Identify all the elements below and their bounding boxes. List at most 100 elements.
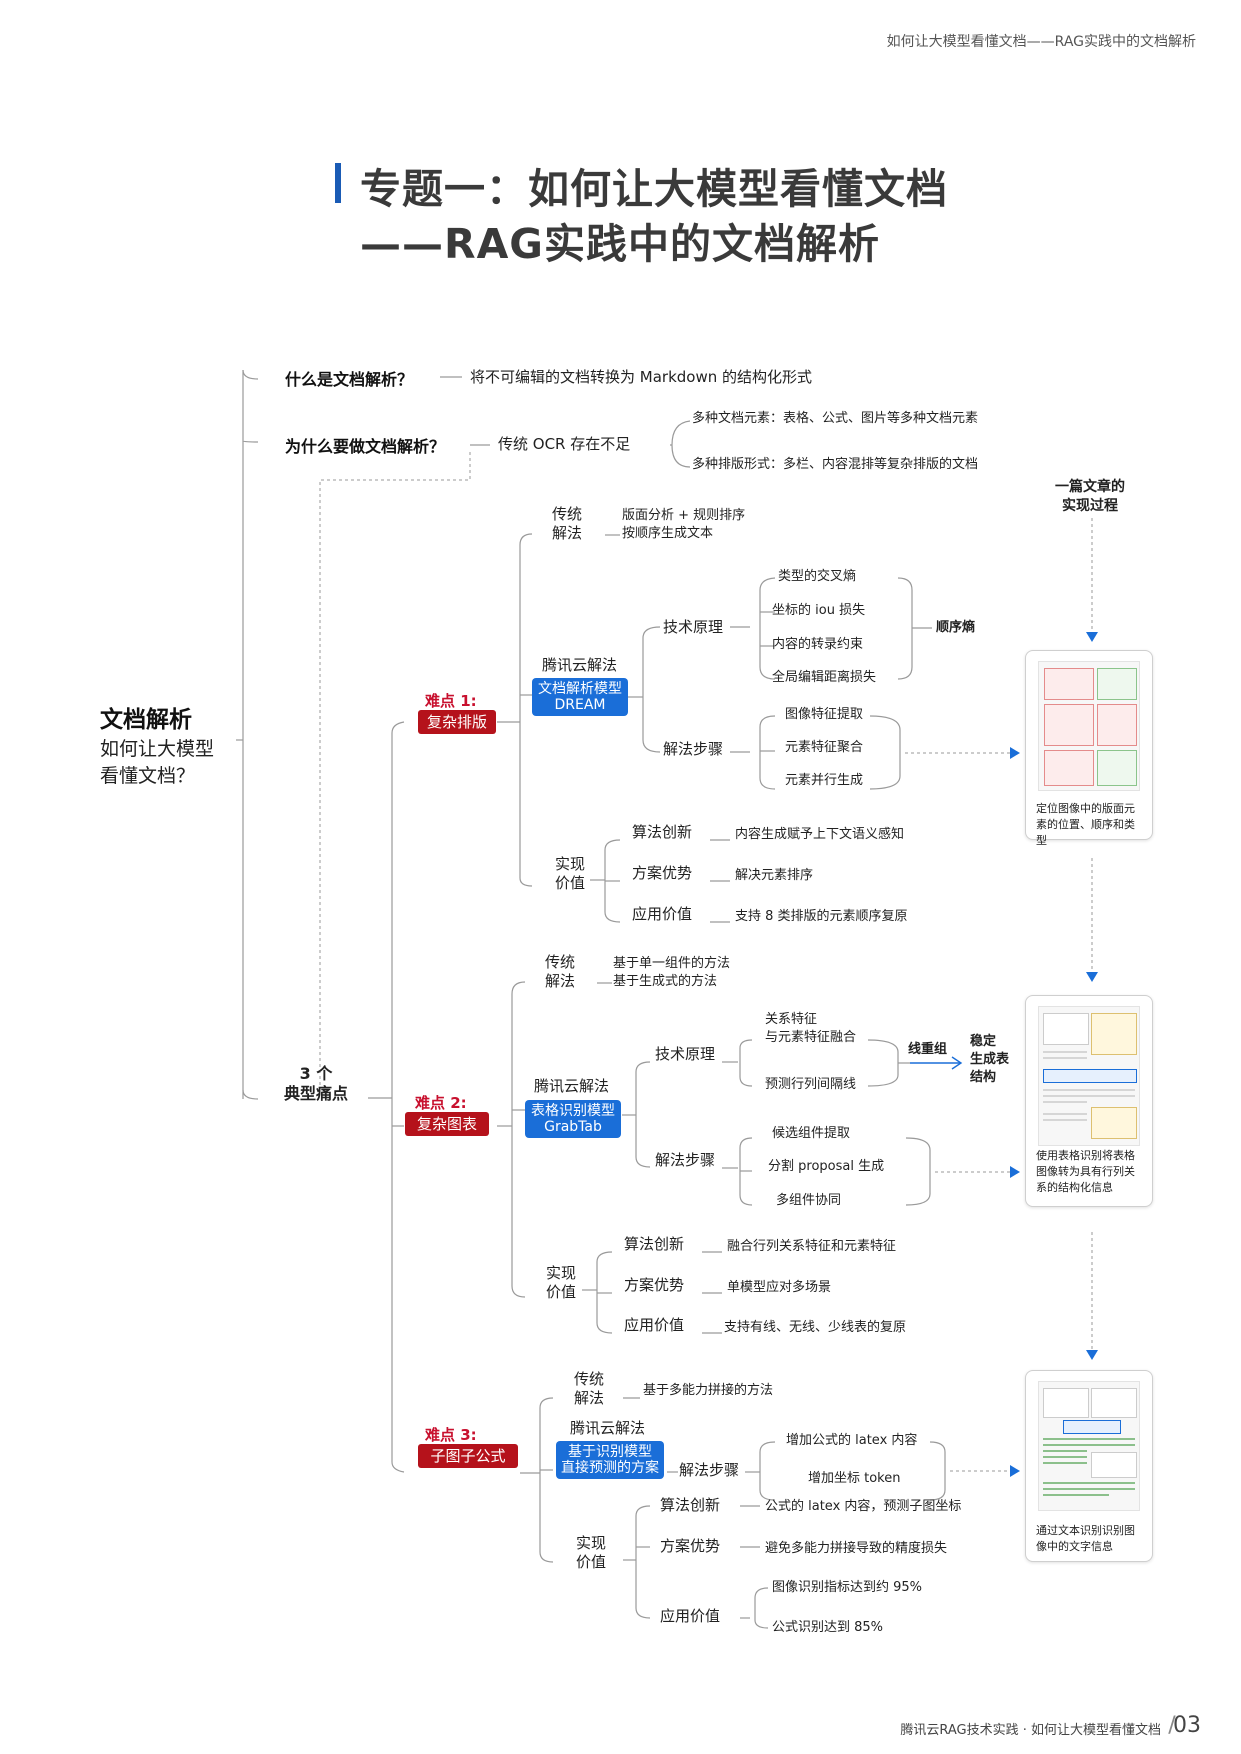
d3-card-caption: 通过文本识别识别图像中的文字信息 [1036,1524,1135,1553]
page-title-line1: 专题一：如何让大模型看懂文档 [360,165,948,213]
d1-step-3: 元素并行生成 [785,773,864,788]
d3-value-k1: 算法创新 [660,1496,721,1514]
d2-value-v2: 单模型应对多场景 [727,1280,832,1295]
d1-tech-result: 顺序熵 [936,620,976,635]
d2-card-caption: 使用表格识别将表格图像转为具有行列关系的结构化信息 [1036,1149,1135,1194]
d3-trad-label: 传统 解法 [574,1370,604,1408]
d2-trad-label: 传统 解法 [545,953,575,991]
d1-value-k1: 算法创新 [632,823,693,841]
d1-value-label1: 实现 [555,855,586,873]
page-title-line2: ——RAG实践中的文档解析 [360,220,880,268]
d2-tx-label: 腾讯云解法 [534,1077,610,1095]
pain-line1: 3 个 [299,1064,333,1083]
footer-page-number: 03 [1173,1713,1201,1738]
d2-model-line1: 表格识别模型 [531,1103,615,1119]
why-item-2: 多种排版形式：多栏、内容混排等复杂排版的文档 [692,457,979,472]
d1-model-badge: 文档解析模型 DREAM [532,678,628,716]
d2-value-k2: 方案优势 [624,1276,685,1294]
d1-trad-desc1: 版面分析 + 规则排序 [622,508,746,523]
d3-value-v3a: 图像识别指标达到约 95% [772,1580,923,1595]
d2-example-card: 使用表格识别将表格图像转为具有行列关系的结构化信息 [1025,995,1153,1207]
d1-tech-item-2: 坐标的 iou 损失 [772,603,866,618]
d2-trad-desc1: 基于单一组件的方法 [613,956,731,971]
d1-model-line2: DREAM [554,697,606,713]
root-subtitle-line1: 如何让大模型 [100,738,215,760]
d1-step-2: 元素特征聚合 [785,740,864,755]
d2-tech-result: 稳定 生成表 结构 [970,1033,1009,1087]
d1-tech-item-3: 内容的转录约束 [772,637,864,652]
pain-line2: 典型痛点 [283,1084,348,1103]
side-note-line2: 实现过程 [1062,498,1118,514]
d3-value-v2: 避免多能力拼接导致的精度损失 [765,1541,948,1556]
d1-trad-desc2: 按顺序生成文本 [622,526,714,541]
d2-trad-desc2: 基于生成式的方法 [613,974,718,989]
d2-tech-item1a: 关系特征 [765,1012,818,1027]
d3-model-line2: 直接预测的方案 [561,1460,659,1476]
d3-value-k3: 应用价值 [660,1607,721,1625]
d1-name-badge: 复杂排版 [418,710,496,734]
d3-model-line1: 基于识别模型 [568,1444,652,1460]
d3-value-label1: 实现 [576,1534,607,1552]
d2-trad-label2: 解法 [545,972,576,990]
title-accent-bar [335,163,341,203]
d3-value-v3b: 公式识别达到 85% [772,1620,884,1635]
side-note: 一篇文章的 实现过程 [1045,478,1135,516]
d2-tech-label: 技术原理 [655,1045,716,1063]
d1-tech-item-4: 全局编辑距离损失 [772,670,877,685]
d2-tech-item-1: 关系特征 与元素特征融合 [765,1011,856,1047]
what-answer: 将不可编辑的文档转换为 Markdown 的结构化形式 [470,368,812,386]
d2-step-2: 分割 proposal 生成 [768,1159,885,1174]
d1-value-k3: 应用价值 [632,905,693,923]
d2-tech-item-2: 预测行列间隔线 [765,1077,857,1092]
d1-tag: 难点 1: [425,692,477,710]
header-running-title: 如何让大模型看懂文档——RAG实践中的文档解析 [886,34,1196,50]
d3-model-badge: 基于识别模型 直接预测的方案 [556,1441,664,1479]
d2-tech-res2: 生成表 [970,1052,1010,1067]
d2-trad-desc: 基于单一组件的方法 基于生成式的方法 [613,955,730,991]
d1-value-v3: 支持 8 类排版的元素顺序复原 [735,909,908,924]
d2-document-thumbnail [1038,1006,1140,1146]
d2-step-3: 多组件协同 [776,1193,842,1208]
why-item-1: 多种文档元素：表格、公式、图片等多种文档元素 [692,411,979,426]
d3-trad-label2: 解法 [574,1389,605,1407]
d2-model-line2: GrabTab [544,1119,602,1135]
d2-value-label1: 实现 [546,1264,577,1282]
d2-step-1: 候选组件提取 [772,1126,851,1141]
d1-document-thumbnail [1038,661,1140,791]
d3-example-card: 通过文本识别识别图像中的文字信息 [1025,1370,1153,1562]
d1-steps-label: 解法步骤 [663,740,724,758]
d3-step-1: 增加公式的 latex 内容 [786,1433,918,1448]
root-subtitle-line2: 看懂文档？ [100,765,196,787]
d1-card-caption: 定位图像中的版面元素的位置、顺序和类型 [1036,802,1135,847]
d2-tag: 难点 2: [415,1094,467,1112]
d2-name-badge: 复杂图表 [405,1112,489,1136]
root-title: 文档解析 [100,707,192,733]
d2-value-v1: 融合行列关系特征和元素特征 [727,1239,897,1254]
d2-tech-mid: 线重组 [908,1042,948,1057]
d3-value-label2: 价值 [576,1553,607,1571]
d3-name-badge: 子图子公式 [418,1444,518,1468]
d1-value-v2: 解决元素排序 [735,868,814,883]
d1-step-1: 图像特征提取 [785,707,864,722]
footer-slash: / [1168,1713,1176,1738]
why-question: 为什么要做文档解析？ [285,437,446,456]
d3-trad-desc: 基于多能力拼接的方法 [643,1383,774,1398]
d2-model-badge: 表格识别模型 GrabTab [525,1100,621,1138]
d3-tag: 难点 3: [425,1426,477,1444]
side-note-line1: 一篇文章的 [1055,479,1125,495]
d3-step-2: 增加坐标 token [808,1471,901,1486]
d2-tech-res3: 结构 [970,1070,997,1085]
d3-tx-label: 腾讯云解法 [570,1419,646,1437]
d1-value-v1: 内容生成赋予上下文语义感知 [735,827,905,842]
d2-tech-res1: 稳定 [970,1034,997,1049]
d2-steps-label: 解法步骤 [655,1151,716,1169]
what-question: 什么是文档解析？ [285,370,414,389]
d1-value-label2: 价值 [555,874,586,892]
d1-tech-item-1: 类型的交叉熵 [778,569,857,584]
d1-trad-label1: 传统 [552,505,583,523]
pain-points-label: 3 个 典型痛点 [283,1064,349,1104]
d1-trad-label2: 解法 [552,524,583,542]
d1-model-line1: 文档解析模型 [538,681,622,697]
d3-steps-label: 解法步骤 [679,1461,740,1479]
